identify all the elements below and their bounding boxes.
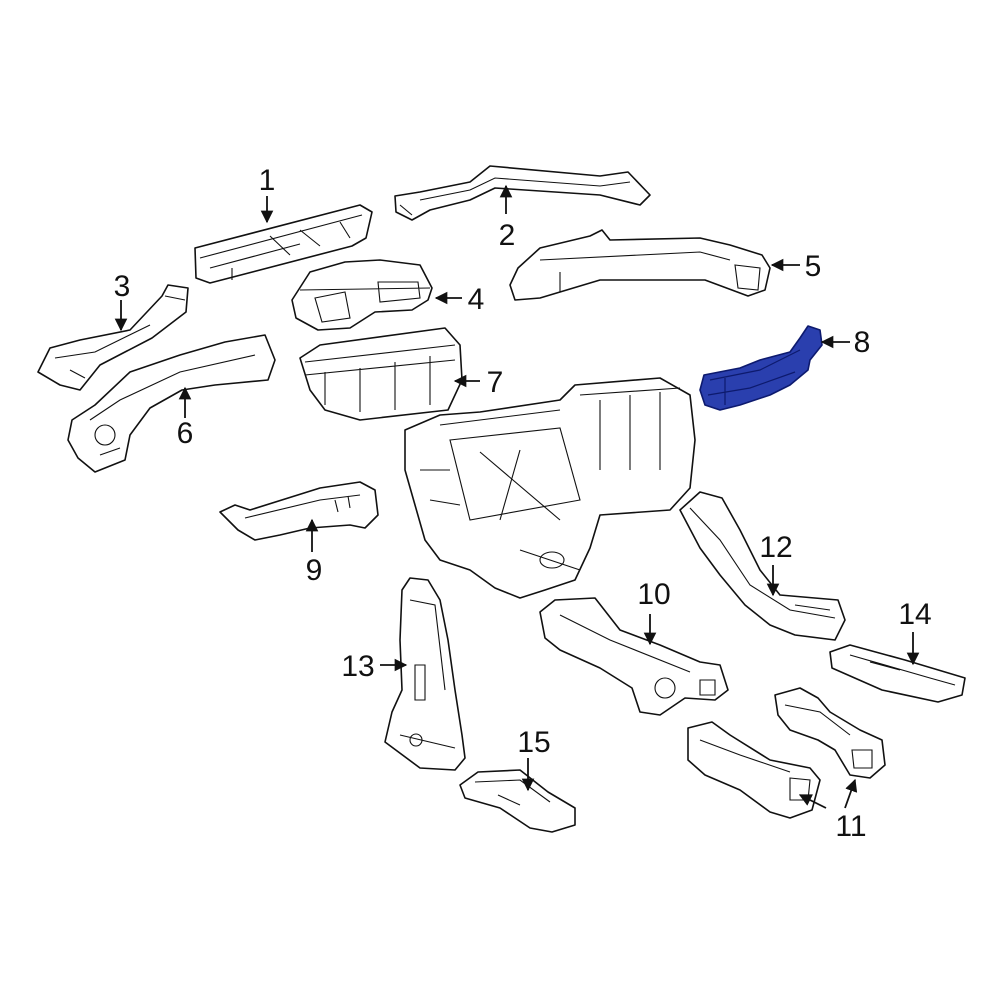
part-9-duct bbox=[219, 481, 379, 541]
part-7-housing bbox=[299, 327, 463, 421]
part-14-plate bbox=[829, 644, 966, 703]
part-10-duct bbox=[539, 597, 729, 716]
part-11-duct-left bbox=[687, 721, 821, 819]
heater-assembly bbox=[404, 377, 696, 599]
callout-15: 15 bbox=[517, 726, 550, 759]
part-12-duct bbox=[679, 491, 846, 641]
part-1-duct bbox=[194, 204, 373, 284]
part-8-duct-highlighted bbox=[699, 325, 823, 411]
part-2-duct bbox=[394, 165, 651, 221]
part-15-plate bbox=[459, 769, 576, 833]
callout-14: 14 bbox=[898, 598, 931, 631]
callout-2: 2 bbox=[499, 219, 516, 252]
callout-1: 1 bbox=[259, 164, 276, 197]
callout-5: 5 bbox=[805, 250, 822, 283]
callout-3: 3 bbox=[114, 270, 131, 303]
callout-6: 6 bbox=[177, 417, 194, 450]
part-11-duct-right bbox=[774, 687, 886, 779]
callout-12: 12 bbox=[759, 531, 792, 564]
part-5-duct bbox=[509, 229, 771, 301]
leader-lines bbox=[114, 184, 920, 809]
callout-4: 4 bbox=[468, 283, 485, 316]
callout-13: 13 bbox=[341, 650, 374, 683]
callout-10: 10 bbox=[637, 578, 670, 611]
callout-8: 8 bbox=[854, 326, 871, 359]
part-4-vent bbox=[291, 259, 433, 331]
callout-9: 9 bbox=[306, 554, 323, 587]
callout-7: 7 bbox=[487, 366, 504, 399]
part-13-duct bbox=[384, 577, 466, 771]
callout-11: 11 bbox=[835, 810, 866, 843]
part-3-duct bbox=[37, 284, 189, 391]
callout-labels: 1 2 3 4 5 6 7 8 9 10 11 12 13 14 15 bbox=[114, 164, 932, 843]
part-6-duct bbox=[67, 334, 276, 473]
